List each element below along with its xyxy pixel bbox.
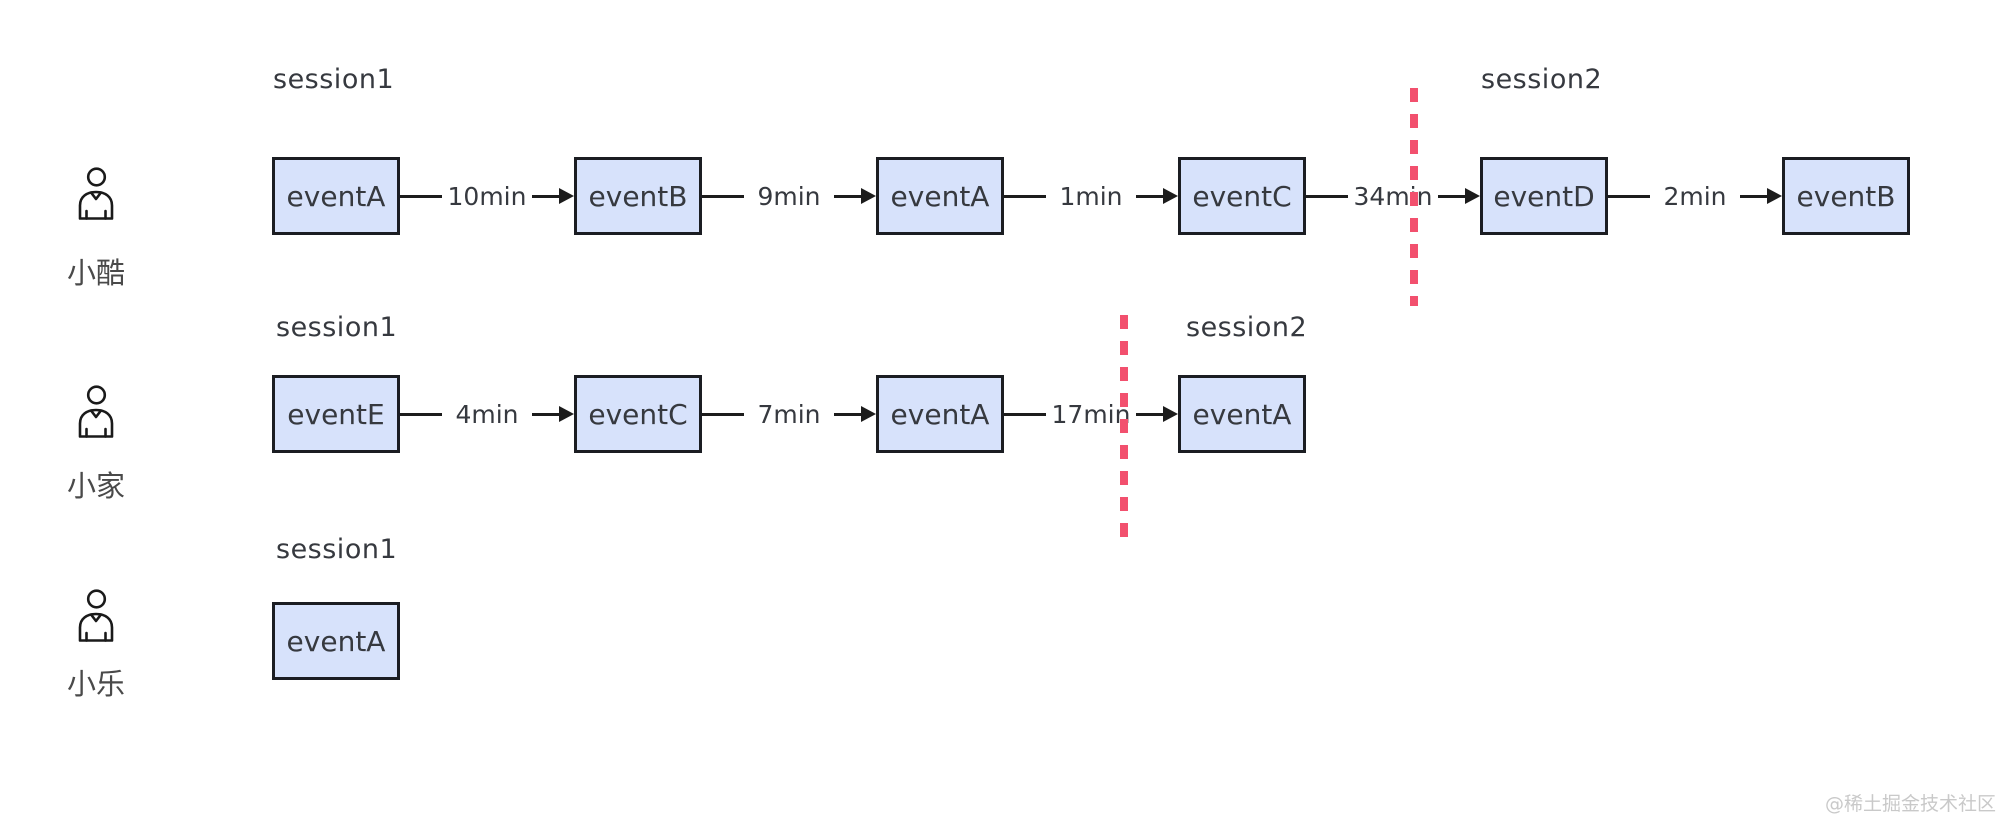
event-node: eventD — [1480, 157, 1608, 235]
person-icon — [78, 167, 114, 220]
session-divider-line — [1410, 88, 1418, 306]
arrowhead-icon — [861, 406, 876, 422]
connector-line — [400, 194, 442, 198]
event-node: eventE — [272, 375, 400, 453]
connector-line — [834, 412, 862, 416]
arrowhead-icon — [861, 188, 876, 204]
duration-label: 34min — [1353, 181, 1433, 211]
user-name-label: 小乐 — [66, 667, 125, 701]
event-node: eventA — [272, 602, 400, 680]
session-label: session1 — [276, 534, 398, 565]
event-node: eventB — [1782, 157, 1910, 235]
arrowhead-icon — [1163, 188, 1178, 204]
event-node: eventC — [574, 375, 702, 453]
user-name-label: 小酷 — [66, 256, 125, 290]
user-name-label: 小家 — [66, 469, 125, 503]
event-connector: 4min — [400, 375, 574, 453]
arrowhead-icon — [1767, 188, 1782, 204]
connector-line — [1136, 194, 1164, 198]
arrowhead-icon — [559, 406, 574, 422]
duration-label: 2min — [1663, 181, 1727, 211]
event-connector: 34min — [1306, 157, 1480, 235]
connector-line — [834, 194, 862, 198]
connector-line — [702, 194, 744, 198]
connector-line — [1438, 194, 1466, 198]
session-label: session1 — [276, 312, 398, 343]
connector-line — [1740, 194, 1768, 198]
event-connector: 2min — [1608, 157, 1782, 235]
arrowhead-icon — [559, 188, 574, 204]
arrowhead-icon — [1163, 406, 1178, 422]
session-label: session2 — [1481, 64, 1603, 95]
event-connector: 1min — [1004, 157, 1178, 235]
person-icon — [78, 589, 114, 642]
connector-line — [1004, 194, 1046, 198]
event-node: eventA — [876, 157, 1004, 235]
arrowhead-icon — [1465, 188, 1480, 204]
duration-label: 4min — [455, 399, 519, 429]
connector-line — [532, 412, 560, 416]
connector-line — [400, 412, 442, 416]
watermark: @稀土掘金技术社区 — [1824, 793, 1996, 815]
event-node: eventA — [272, 157, 400, 235]
event-connector: 17min — [1004, 375, 1178, 453]
connector-line — [532, 194, 560, 198]
session-divider-line — [1120, 315, 1128, 545]
event-node: eventA — [1178, 375, 1306, 453]
event-connector: 9min — [702, 157, 876, 235]
connector-line — [702, 412, 744, 416]
person-icon — [78, 385, 114, 438]
session-label: session2 — [1186, 312, 1308, 343]
event-connector: 10min — [400, 157, 574, 235]
duration-label: 1min — [1059, 181, 1123, 211]
connector-line — [1136, 412, 1164, 416]
event-node: eventA — [876, 375, 1004, 453]
session-label: session1 — [273, 64, 395, 95]
event-node: eventC — [1178, 157, 1306, 235]
duration-label: 9min — [757, 181, 821, 211]
connector-line — [1608, 194, 1650, 198]
connector-line — [1004, 412, 1046, 416]
event-connector: 7min — [702, 375, 876, 453]
duration-label: 10min — [447, 181, 527, 211]
connector-line — [1306, 194, 1348, 198]
duration-label: 17min — [1051, 399, 1131, 429]
duration-label: 7min — [757, 399, 821, 429]
event-node: eventB — [574, 157, 702, 235]
